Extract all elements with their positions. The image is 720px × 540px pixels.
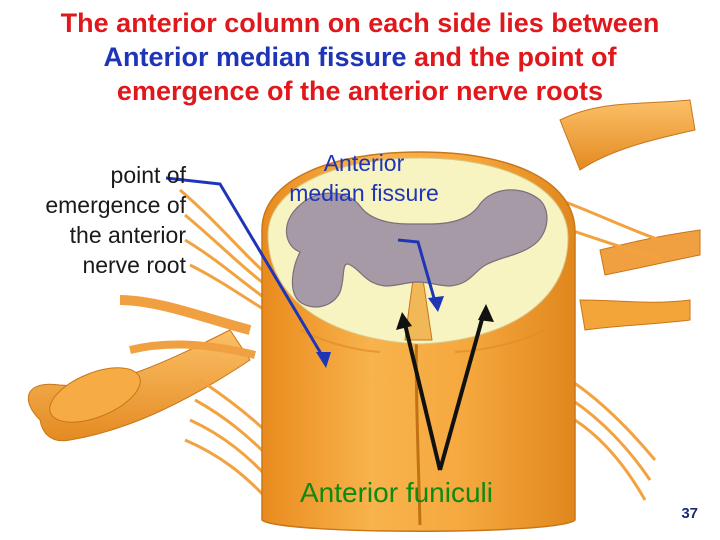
label-fissure-line-1: Anterior	[323, 150, 405, 176]
label-fissure-line-2: median fissure	[289, 180, 439, 206]
title-line-1: The anterior column on each side lies be…	[60, 8, 660, 38]
right-rootlets	[554, 198, 661, 501]
left-spinal-nerve	[27, 295, 256, 442]
label-point-of-emergence: point of emergence of the anterior nerve…	[6, 160, 186, 280]
fissure-pointer-arrow	[397, 238, 444, 312]
title-line-2: Anterior median fissure and the point of	[0, 40, 720, 74]
label-root-line-1: point of	[110, 162, 186, 188]
label-anterior-funiculi: Anterior funiculi	[300, 477, 493, 508]
label-root-line-4: nerve root	[82, 252, 186, 278]
title-line-2-rest: and the point of	[406, 42, 617, 72]
grey-matter	[285, 189, 548, 308]
page-number: 37	[681, 505, 698, 522]
funiculi-pointer-arrows	[396, 304, 494, 471]
slide-title: The anterior column on each side lies be…	[0, 6, 720, 108]
root-pointer-arrow	[165, 176, 331, 368]
label-root-line-2: emergence of	[45, 192, 186, 218]
title-fissure-term: Anterior median fissure	[103, 42, 407, 72]
title-line-3: emergence of the anterior nerve roots	[116, 76, 604, 106]
right-spinal-nerve	[559, 99, 701, 331]
label-root-line-3: the anterior	[69, 222, 186, 248]
label-anterior-median-fissure: Anterior median fissure	[256, 148, 472, 208]
